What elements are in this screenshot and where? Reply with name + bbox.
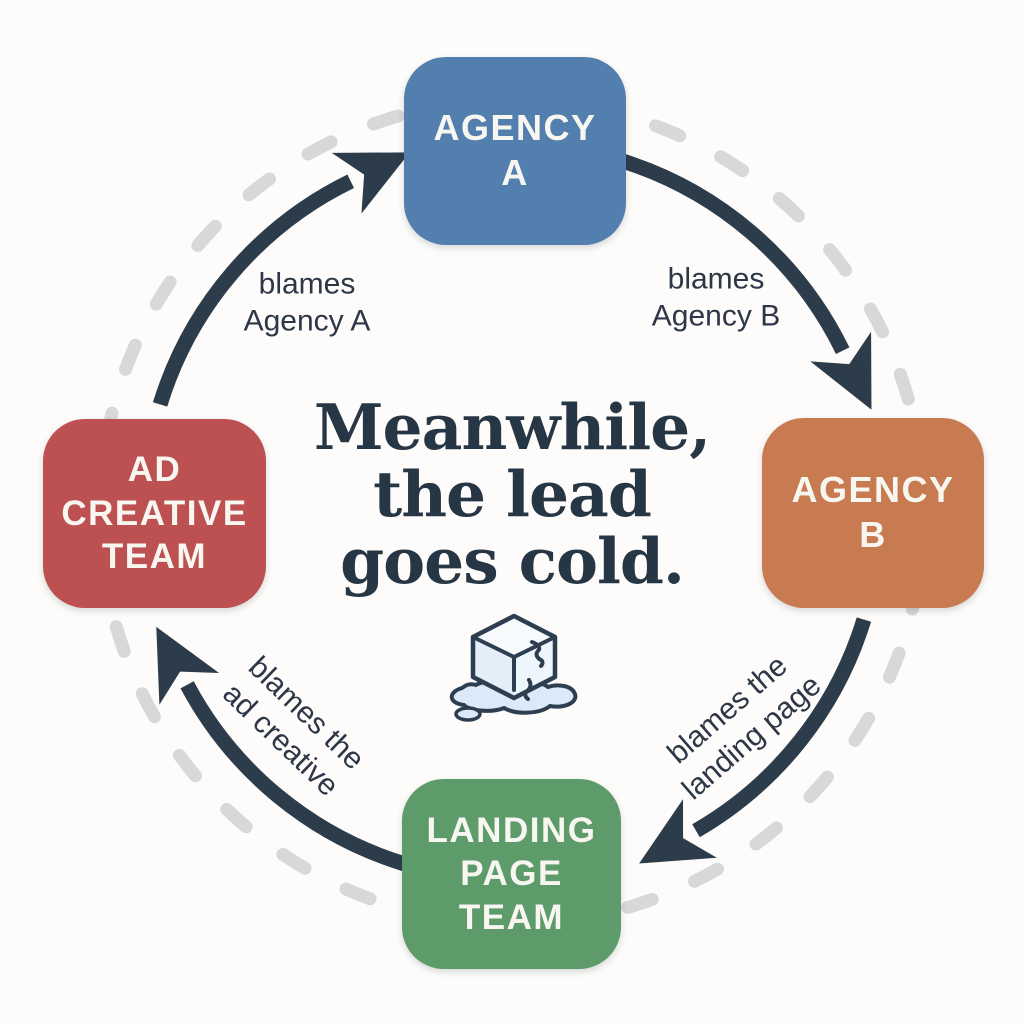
node-landing-label-line: TEAM bbox=[458, 897, 565, 937]
headline-line: goes cold. bbox=[340, 523, 685, 598]
headline-line: the lead bbox=[373, 456, 652, 531]
edge-label-blames-agency-a: blames Agency A bbox=[243, 267, 371, 337]
headline-line: Meanwhile, bbox=[313, 390, 711, 464]
node-landing-page-team: LANDING PAGE TEAM bbox=[402, 779, 621, 969]
node-creative-label-line: TEAM bbox=[101, 537, 208, 577]
node-landing-label-line: LANDING bbox=[426, 810, 597, 850]
node-agency-a: AGENCY A bbox=[404, 57, 626, 245]
node-agency-b-label-line: AGENCY bbox=[791, 469, 955, 511]
edge-label-blames-agency-b: blames Agency B bbox=[651, 262, 781, 332]
node-agency-a-label-line: AGENCY bbox=[433, 107, 597, 149]
node-ad-creative-team: AD CREATIVE TEAM bbox=[43, 419, 266, 608]
node-landing-label-line: PAGE bbox=[460, 854, 563, 894]
node-creative-label-line: AD bbox=[127, 450, 182, 490]
node-agency-b: AGENCY B bbox=[762, 418, 984, 608]
arrow-landing-page-to-ad-creative bbox=[156, 626, 407, 872]
node-creative-label-line: CREATIVE bbox=[61, 493, 248, 533]
melting-ice-cube-icon bbox=[449, 613, 578, 722]
center-headline: Meanwhile, the lead goes cold. bbox=[262, 394, 762, 594]
node-agency-a-label-line: A bbox=[501, 152, 529, 193]
node-agency-b-label-line: B bbox=[859, 514, 887, 555]
arrow-agency-a-to-agency-b bbox=[617, 152, 872, 410]
arrow-agency-b-to-landing-page bbox=[639, 617, 872, 864]
arrow-ad-creative-to-agency-a bbox=[152, 152, 410, 407]
